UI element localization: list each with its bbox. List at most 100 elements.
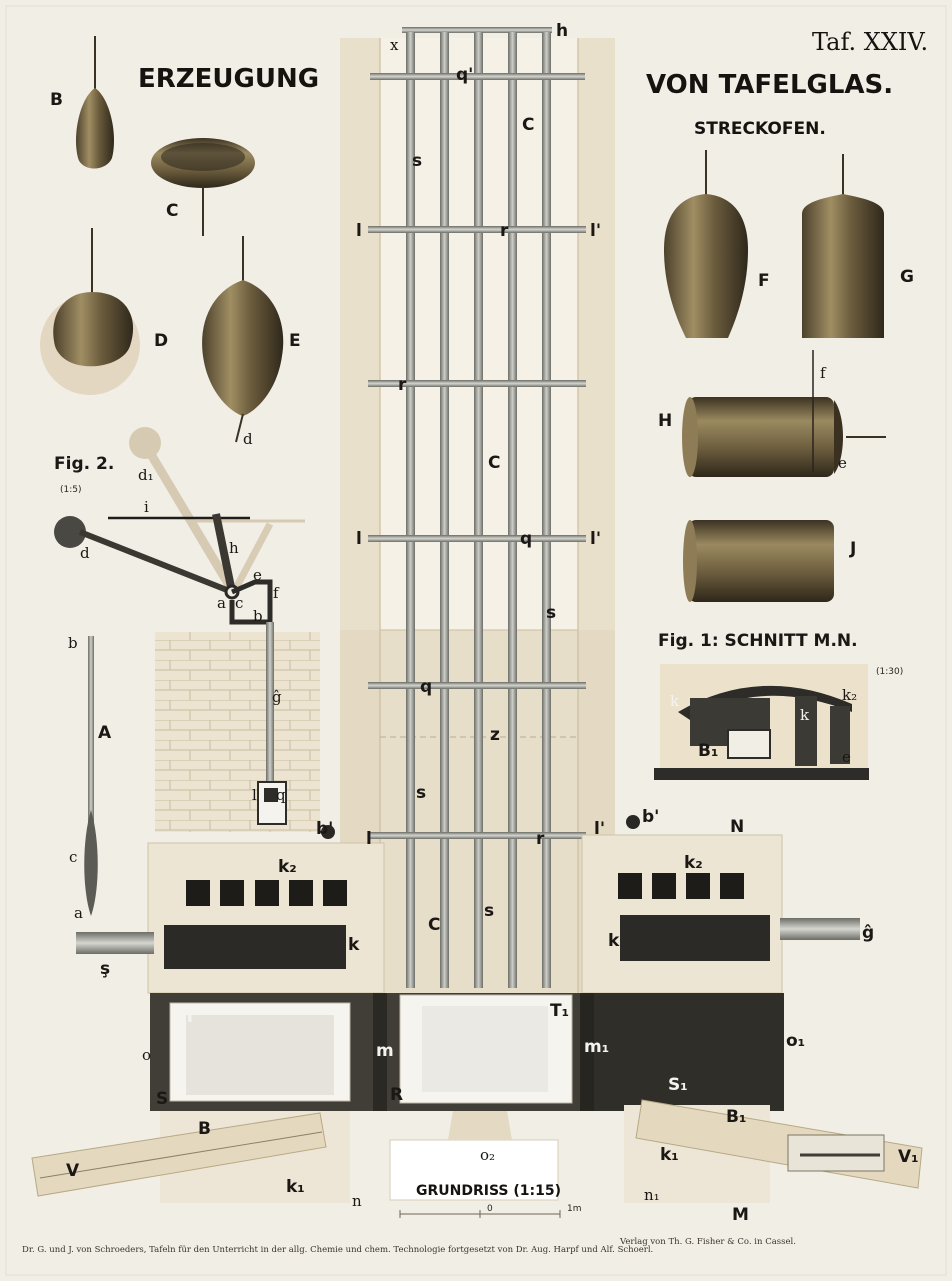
label-k2-fig1: k₂ [842,686,857,704]
label-C-mid: C [488,453,500,473]
label-s-2: s [546,603,556,623]
label-n: n [352,1192,362,1210]
label-m: m [376,1041,394,1061]
label-A: A [98,723,112,743]
label-r-3: r [536,829,545,849]
footer-left: Dr. G. und J. von Schroeders, Tafeln für… [22,1245,653,1255]
knob-left [321,825,335,839]
label-lp-2: l' [590,529,601,549]
label-M: M [732,1205,749,1225]
ruler-mark-1: 1m [567,1204,582,1214]
bulb-F [664,150,748,338]
label-C-top: C [522,115,534,135]
label-e-fig1: e [842,748,851,766]
label-l-2: l [356,529,362,549]
top-rod [402,27,552,33]
label-f-cyl: f [820,364,827,382]
label-B-plan: B [198,1119,211,1139]
label-o2: o₂ [480,1146,495,1164]
label-n1: n₁ [644,1186,660,1204]
label-o1: o₁ [786,1031,805,1051]
label-lp-1: l' [590,221,601,241]
label-h-fig2: h [229,539,239,557]
furnace-base [76,834,860,994]
label-l-fig2: l [252,786,257,804]
label-bp-left: b' [316,819,333,839]
label-D: D [154,331,168,351]
label-c-fig2: c [235,594,243,612]
cylinder-G [802,154,884,338]
label-q-2: q [420,677,432,697]
label-H: H [658,411,672,431]
label-c-rodA: c [69,848,77,866]
label-e-cyl: e [838,454,847,472]
label-C-bulb: C [166,201,178,221]
cylinder-J [683,520,834,602]
label-V: V [66,1161,80,1181]
bulb-E [202,236,284,443]
label-C-low: C [428,915,440,935]
label-r-1: r [500,221,509,241]
ruler-mark-0: 0 [487,1204,493,1214]
fig2-label: Fig. 2. [54,454,114,474]
label-qp: q' [456,65,473,85]
label-s-4: s [484,901,494,921]
long-rods [406,32,551,988]
label-s-1: s [412,151,422,171]
label-R: R [390,1085,403,1105]
knob-right [626,815,640,829]
label-g-right: ĝ [862,923,874,943]
label-T: T [184,1007,196,1027]
label-o: o [142,1046,151,1064]
letter-labels: B C D E d d₁ i h d e f a c b ĝ l q b A c… [50,21,919,1225]
label-b-fig2: b [253,607,263,625]
label-q-1: q [520,529,532,549]
title-right: VON TAFELGLAS. [646,70,893,100]
label-k-left: k [348,935,360,955]
label-q-fig2: q [276,786,286,804]
bulb-B [75,36,115,169]
label-a-fig2: a [217,594,226,612]
label-s-3: s [416,783,426,803]
label-T1: T₁ [550,1001,569,1021]
label-gs-left: ş [100,959,110,979]
label-E: E [289,331,301,351]
label-S: S [156,1089,168,1109]
fig1-scale: (1:30) [876,667,903,677]
bulb-D [40,228,140,395]
label-l-1: l [356,221,362,241]
label-B1-fig1: B₁ [698,741,718,761]
label-g-fig2: ĝ [272,688,282,706]
label-k2-left: k₂ [278,857,297,877]
label-k-fig1: k [670,692,680,710]
label-f-fig2: f [273,584,280,602]
label-F: F [758,271,770,291]
subtitle: STRECKOFEN. [694,119,826,139]
label-V1: V₁ [898,1147,919,1167]
cross-rods [368,73,586,839]
fig1-label: Fig. 1: SCHNITT M.N. [658,631,858,651]
label-z: z [490,725,500,745]
label-a-rodA: a [74,904,83,922]
label-d1: d₁ [138,466,154,484]
fig2-scale: (1:5) [60,485,82,495]
plan-label: GRUNDRISS (1:15) [416,1183,561,1199]
label-d-fig2: d [80,544,90,562]
label-k-fig1-inner: k [800,706,810,724]
label-h-top: h [556,21,568,41]
label-i: i [144,498,149,516]
label-d-bulb: d [243,430,253,448]
label-x: x [390,36,399,54]
label-m1: m₁ [584,1037,609,1057]
label-G: G [900,267,914,287]
label-lp-3: l' [594,819,605,839]
label-r-2: r [398,375,407,395]
label-bp-right: b' [642,807,659,827]
label-k2-right: k₂ [684,853,703,873]
label-b-rodA: b [68,634,78,652]
label-S1: S₁ [668,1075,688,1095]
cylinder-H [682,350,886,477]
label-J: J [849,539,856,559]
label-B: B [50,90,63,110]
